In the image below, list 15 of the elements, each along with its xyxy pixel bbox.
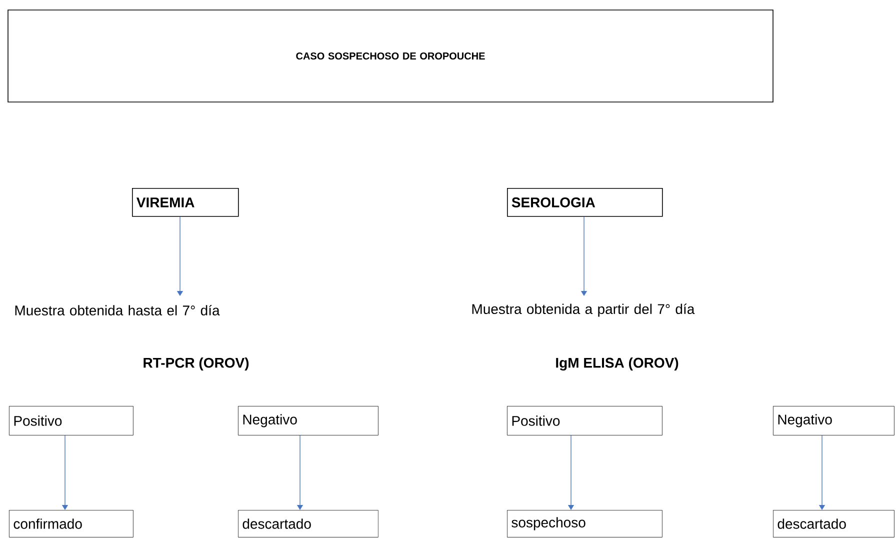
result-box: sospechoso [507, 510, 662, 538]
method-label: IgM ELISA (OROV) [556, 357, 678, 371]
heading-box: SEROLOGIA [507, 188, 663, 217]
sample-text: Muestra obtenida a partir del 7° día [472, 304, 695, 317]
heading-box: VIREMIA [132, 188, 239, 217]
title-box: CASO SOSPECHOSO DE OROPOUCHE [8, 10, 774, 102]
result-box: descartado [238, 510, 378, 538]
result-box: Negativo [238, 406, 378, 436]
result-box: Negativo [773, 406, 894, 436]
result-box: confirmado [9, 510, 134, 538]
sample-text: Muestra obtenida hasta el 7° día [15, 304, 220, 316]
result-box: descartado [773, 510, 894, 538]
result-box: Positivo [507, 406, 662, 436]
method-label: RT-PCR (OROV) [144, 357, 249, 371]
result-box: Positivo [9, 406, 134, 436]
